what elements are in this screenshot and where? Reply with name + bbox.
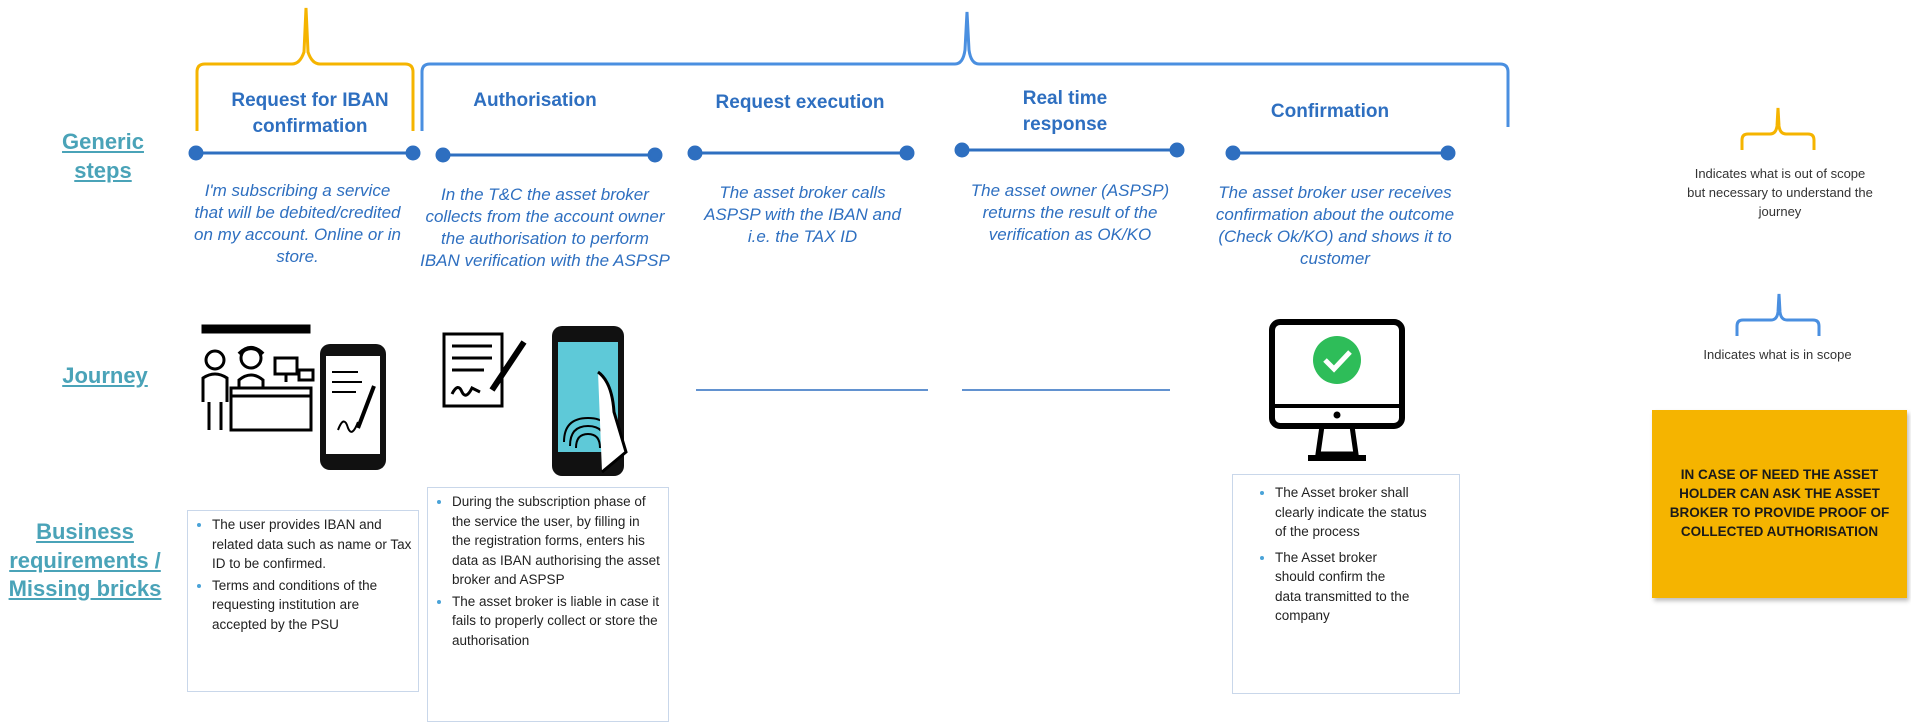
smartphone-signature-icon [320, 344, 386, 470]
step-lines [188, 142, 1456, 163]
document-signature-icon [442, 332, 527, 408]
legend-in-scope-text: Indicates what is in scope [1703, 347, 1852, 362]
out-of-scope-brace [195, 7, 415, 131]
requirements-box-iban-request: The user provides IBAN and related data … [187, 510, 419, 692]
requirement-item: The user provides IBAN and related data … [212, 515, 412, 574]
step-desc-request-execution: The asset broker calls ASPSP with the IB… [704, 183, 901, 247]
legend-out-of-scope-brace [1740, 107, 1816, 150]
requirements-box-confirmation: The Asset broker shall clearly indicate … [1232, 474, 1460, 694]
step-title-real-time-response: Real time response [1022, 88, 1108, 135]
requirement-item: The Asset broker should confirm the data… [1275, 548, 1451, 626]
requirement-item: Terms and conditions of the requesting i… [212, 576, 412, 635]
step-desc-authorisation: In the T&C the asset broker collects fro… [420, 185, 670, 271]
step-desc-iban-request: I'm subscribing a service that will be d… [194, 181, 401, 267]
requirements-box-authorisation: During the subscription phase of the ser… [427, 487, 669, 722]
requirement-item: The asset broker is liable in case it fa… [452, 592, 662, 651]
step-title-request-execution: Request execution [715, 92, 885, 113]
store-counter-icon [201, 324, 315, 432]
step-title-authorisation: Authorisation [473, 90, 597, 111]
row-label-business-requirements: Business requirements / Missing bricks [8, 519, 162, 602]
requirement-item: During the subscription phase of the ser… [452, 492, 662, 590]
in-scope-brace [420, 11, 1510, 131]
legend-in-scope-brace [1735, 293, 1821, 336]
step-title-iban-request: Request for IBAN confirmation [231, 90, 389, 137]
journey-placeholder-lines [696, 389, 1170, 391]
row-label-journey: Journey [62, 363, 148, 388]
step-desc-confirmation: The asset broker user receives confirmat… [1215, 183, 1455, 269]
step-desc-real-time-response: The asset owner (ASPSP) returns the resu… [970, 181, 1170, 245]
fingerprint-phone-icon [552, 326, 628, 476]
proof-of-authorisation-note: IN CASE OF NEED THE ASSET HOLDER CAN ASK… [1652, 410, 1907, 598]
row-label-generic-steps: Generic steps [62, 129, 144, 183]
step-title-confirmation: Confirmation [1270, 101, 1390, 122]
monitor-checkmark-icon [1269, 319, 1405, 461]
requirement-item: The Asset broker shall clearly indicate … [1275, 483, 1451, 542]
legend-out-of-scope-text: Indicates what is out of scope but neces… [1687, 166, 1873, 219]
